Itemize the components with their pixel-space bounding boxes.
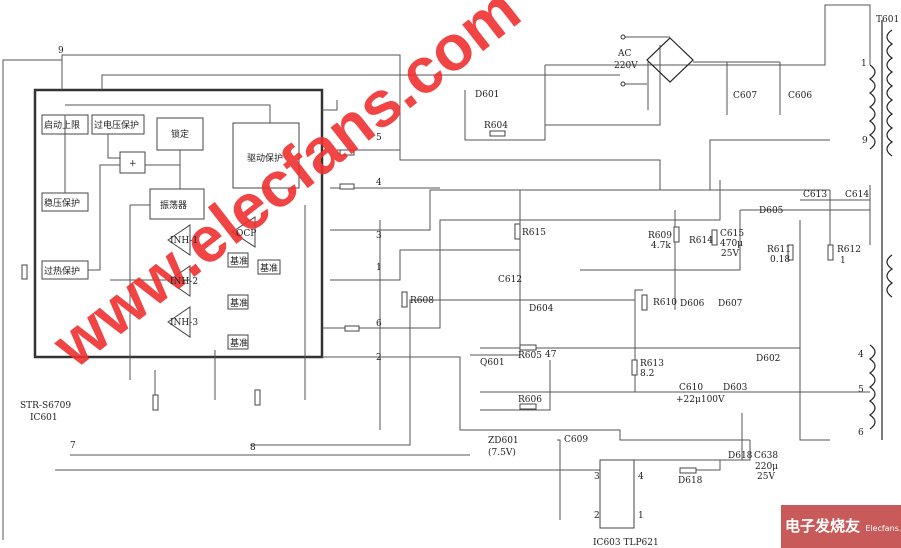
labels: 启动上限 过电压保护 锁定 驱动保护 + 稳压保护 振荡器 过热保护 OCP I… bbox=[20, 15, 899, 548]
block-overvoltage: 过电压保护 bbox=[94, 119, 139, 131]
label-R615: R615 bbox=[522, 228, 546, 238]
transformer-pin: 4 bbox=[858, 350, 864, 360]
label-R609: R609 bbox=[648, 231, 672, 241]
ac-voltage: 220V bbox=[614, 61, 638, 71]
pin-label: 4 bbox=[376, 178, 382, 188]
opto-pin: 3 bbox=[594, 472, 600, 482]
label-C612: C612 bbox=[498, 275, 522, 285]
label-D603: D603 bbox=[723, 383, 748, 393]
label-R610: R610 bbox=[653, 298, 677, 308]
ic601-internals bbox=[41, 104, 306, 410]
value-R609: 4.7k bbox=[651, 241, 671, 251]
block-regulation: 稳压保护 bbox=[44, 197, 80, 209]
label-R604: R604 bbox=[484, 121, 508, 131]
value-R612: 1 bbox=[840, 256, 846, 266]
optocoupler-ic603 bbox=[599, 459, 635, 529]
block-latch: 锁定 bbox=[171, 128, 189, 140]
transformer-pin: 1 bbox=[861, 59, 867, 69]
block-ref: 基准 bbox=[230, 337, 248, 349]
logo-en: Elecfans.com bbox=[865, 524, 901, 533]
block-ocp: OCP bbox=[236, 229, 256, 239]
pin-label: 8 bbox=[250, 443, 256, 453]
opto-pin: 2 bbox=[594, 511, 600, 521]
label-D618: D618 bbox=[728, 451, 753, 461]
ac-label: AC bbox=[617, 49, 631, 59]
label-D618: D618 bbox=[678, 476, 703, 486]
block-inh1: INH-1 bbox=[170, 236, 198, 246]
label-C615: C615 bbox=[720, 229, 744, 239]
value-ZD601: (7.5V) bbox=[488, 447, 516, 458]
opto-pin: 1 bbox=[638, 511, 644, 521]
block-sum: + bbox=[129, 159, 137, 169]
label-D607: D607 bbox=[718, 299, 743, 309]
label-R612: R612 bbox=[837, 245, 861, 255]
transformer-pin: 9 bbox=[862, 136, 868, 146]
pin-label: 5 bbox=[376, 133, 382, 143]
label-C638: C638 bbox=[754, 451, 778, 461]
label-R614: R614 bbox=[689, 236, 713, 246]
label-C613: C613 bbox=[803, 190, 827, 200]
block-ref: 基准 bbox=[230, 255, 248, 267]
label-R613: R613 bbox=[640, 359, 664, 369]
pin-label: 9 bbox=[58, 46, 64, 56]
transformer-t601 bbox=[545, 4, 894, 440]
transformer-pin: 6 bbox=[858, 428, 864, 438]
block-startup-limit: 启动上限 bbox=[44, 119, 80, 131]
label-C609: C609 bbox=[564, 435, 588, 445]
opto-pin: 4 bbox=[638, 472, 644, 482]
value-C610: +22μ100V bbox=[676, 395, 725, 405]
pin-label: 6 bbox=[376, 319, 382, 329]
label-R606: R606 bbox=[518, 395, 542, 405]
label-T601: T601 bbox=[876, 15, 899, 25]
value-R613: 8.2 bbox=[640, 369, 654, 379]
label-D606: D606 bbox=[680, 299, 705, 309]
value-C615: 470μ bbox=[720, 239, 743, 249]
ic601-outline bbox=[33, 88, 324, 359]
block-drive-protect: 驱动保护 bbox=[247, 152, 283, 164]
label-D604: D604 bbox=[529, 304, 554, 314]
block-ref: 基准 bbox=[260, 262, 278, 274]
block-inh3: INH-3 bbox=[170, 318, 198, 328]
label-C610: C610 bbox=[679, 383, 703, 393]
label-C614: C614 bbox=[845, 190, 869, 200]
pin-label: 7 bbox=[70, 441, 76, 451]
value-R611: 0.18 bbox=[770, 255, 790, 265]
value-C638-voltage: 25V bbox=[757, 472, 775, 482]
value-C638: 220μ bbox=[755, 462, 778, 472]
transformer-pin: 5 bbox=[858, 385, 864, 395]
elecfans-logo: 电子发烧友 Elecfans.com bbox=[781, 505, 901, 548]
label-D602: D602 bbox=[756, 354, 780, 364]
block-ref: 基准 bbox=[230, 297, 248, 309]
label-ZD601: ZD601 bbox=[488, 436, 519, 446]
bridge-rectifier bbox=[620, 34, 781, 115]
block-thermal: 过热保护 bbox=[44, 265, 80, 277]
pin-label: 2 bbox=[376, 353, 382, 363]
ic601-ref: IC601 bbox=[30, 413, 58, 423]
watermark: www.elecfans.com bbox=[39, 0, 534, 382]
block-oscillator: 振荡器 bbox=[160, 199, 187, 211]
label-C607: C607 bbox=[733, 91, 757, 101]
ic601-part: STR-S6709 bbox=[20, 401, 71, 411]
label-D601: D601 bbox=[475, 90, 499, 100]
value-R605: 47 bbox=[545, 350, 557, 360]
resistors bbox=[21, 130, 834, 474]
label-IC603: IC603 TLP621 bbox=[593, 538, 659, 548]
pin-label: 3 bbox=[376, 231, 382, 241]
label-C606: C606 bbox=[788, 91, 812, 101]
logo-cn: 电子发烧友 bbox=[785, 517, 861, 535]
label-R605: R605 bbox=[518, 351, 542, 361]
block-inh2: INH-2 bbox=[170, 277, 198, 287]
label-R608: R608 bbox=[410, 296, 434, 306]
label-D605: D605 bbox=[759, 206, 784, 216]
value-C615-voltage: 25V bbox=[721, 249, 739, 259]
label-Q601: Q601 bbox=[480, 358, 505, 368]
pin-label: 1 bbox=[376, 263, 382, 273]
label-R611: R611 bbox=[767, 245, 791, 255]
